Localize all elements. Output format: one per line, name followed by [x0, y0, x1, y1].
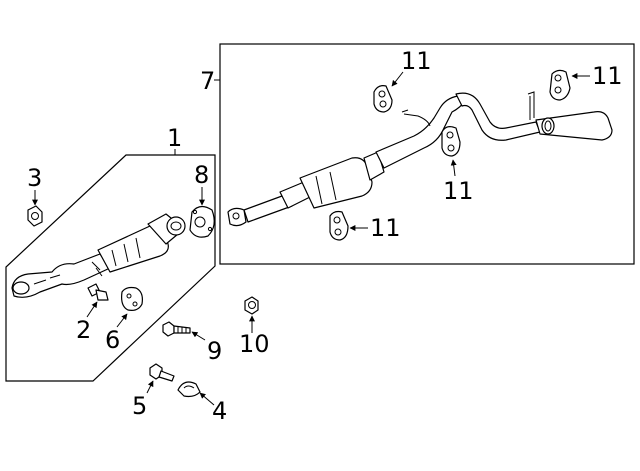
hanger-11-a[interactable] — [373, 85, 393, 113]
callout-3[interactable]: 3 — [27, 164, 42, 192]
nut-part-10[interactable] — [244, 296, 259, 315]
part-9-leader — [191, 331, 206, 341]
callout-2[interactable]: 2 — [76, 316, 91, 344]
callout-11-a[interactable]: 11 — [401, 47, 432, 75]
callout-9[interactable]: 9 — [207, 337, 222, 365]
callout-5[interactable]: 5 — [132, 392, 147, 420]
hanger-11-d[interactable] — [329, 210, 349, 241]
callout-11-c[interactable]: 11 — [443, 177, 474, 205]
hanger-11-c-leader — [450, 159, 457, 177]
gasket-part-6[interactable] — [121, 286, 143, 311]
part-5-leader — [146, 380, 154, 394]
stud-part-2[interactable] — [87, 283, 109, 301]
callout-10[interactable]: 10 — [239, 330, 270, 358]
part-6-leader — [116, 313, 128, 328]
clip-part-4[interactable] — [177, 381, 201, 398]
nut-part-3[interactable] — [27, 205, 43, 227]
hanger-11-a-leader — [391, 71, 404, 87]
part-4-leader — [199, 392, 215, 406]
part-7-group-box — [219, 43, 635, 265]
hanger-11-b[interactable] — [549, 69, 571, 101]
flange-gasket[interactable] — [189, 205, 215, 238]
callout-6[interactable]: 6 — [105, 326, 120, 354]
bolt-part-9[interactable] — [162, 321, 191, 337]
callout-1[interactable]: 1 — [167, 124, 182, 152]
hanger-11-c[interactable] — [441, 126, 461, 157]
callout-11-d[interactable]: 11 — [370, 214, 401, 242]
callout-7[interactable]: 7 — [200, 67, 215, 95]
part-2-leader — [86, 301, 98, 318]
bolt-part-5[interactable] — [149, 363, 175, 382]
part-1-group-box — [5, 154, 216, 382]
callout-8[interactable]: 8 — [194, 161, 209, 189]
callout-11-b[interactable]: 11 — [592, 62, 623, 90]
callout-4[interactable]: 4 — [212, 397, 227, 425]
front-pipe-assembly[interactable] — [11, 213, 186, 298]
muffler-assembly[interactable] — [227, 91, 613, 227]
